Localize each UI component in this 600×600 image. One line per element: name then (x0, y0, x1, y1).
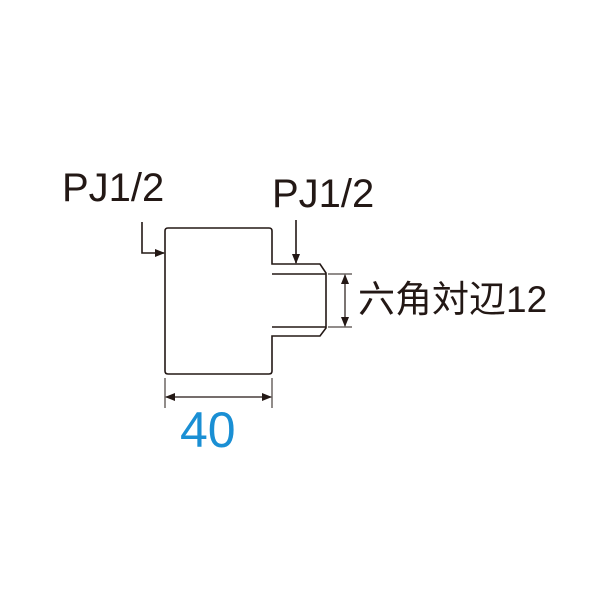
left-thread-label: PJ1/2 (62, 166, 165, 210)
width-label: 40 (180, 402, 236, 458)
hex-size-label: 六角対辺12 (358, 279, 548, 320)
right-thread-label: PJ1/2 (272, 172, 375, 216)
fitting-body (164, 227, 327, 375)
left-leader (141, 222, 165, 257)
